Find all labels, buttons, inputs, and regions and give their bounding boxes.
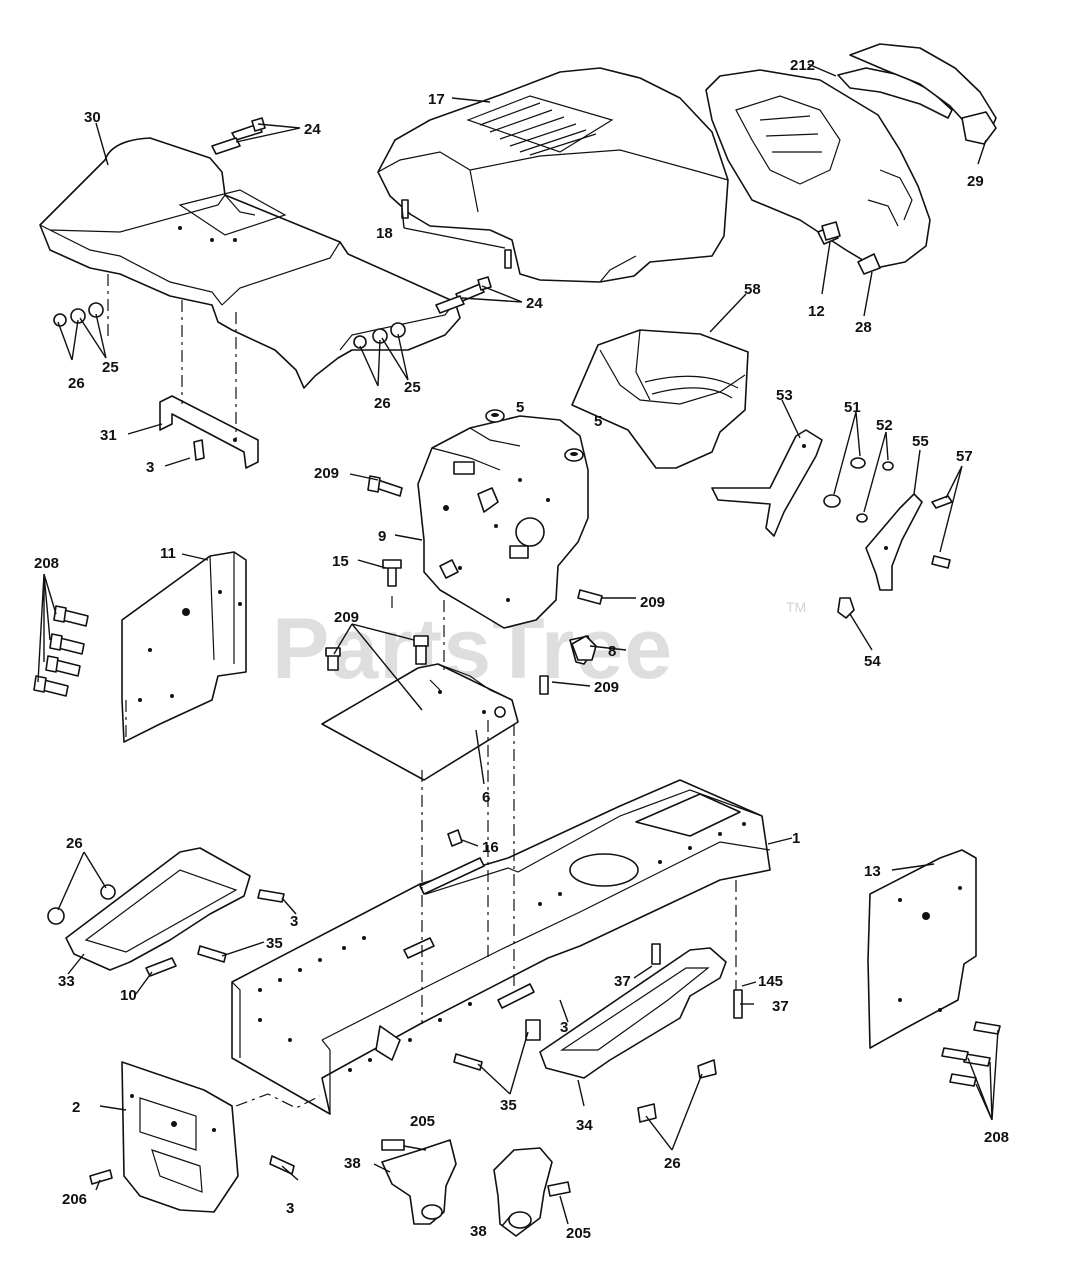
callout-38: 38 [470, 1223, 487, 1240]
leader-lines [37, 63, 999, 1227]
callout-58: 58 [744, 281, 761, 298]
callout-205: 205 [410, 1113, 435, 1130]
part-bolts-left [33, 605, 89, 697]
callout-18: 18 [376, 225, 393, 242]
callout-3: 3 [146, 459, 154, 476]
part-frame [231, 779, 771, 1115]
callout-3: 3 [286, 1200, 294, 1217]
callout-3: 3 [290, 913, 298, 930]
callout-28: 28 [855, 319, 872, 336]
callout-6: 6 [482, 789, 490, 806]
callout-34: 34 [576, 1117, 593, 1134]
callout-37: 37 [614, 973, 631, 990]
callout-12: 12 [808, 303, 825, 320]
callout-35: 35 [266, 935, 283, 952]
callout-5: 5 [594, 413, 602, 430]
part-footrest-left [47, 847, 285, 977]
callout-209: 209 [334, 609, 359, 626]
callout-145: 145 [758, 973, 783, 990]
callout-1: 1 [792, 830, 800, 847]
callout-208: 208 [984, 1129, 1009, 1146]
callout-38: 38 [344, 1155, 361, 1172]
callout-labels: 30 24 17 18 24 212 29 12 28 58 26 25 26 … [34, 57, 1009, 1242]
callout-26: 26 [66, 835, 83, 852]
callout-24: 24 [304, 121, 321, 138]
callout-37: 37 [772, 998, 789, 1015]
part-front-panel [89, 1061, 295, 1213]
part-axle-brackets [381, 1139, 571, 1237]
callout-209: 209 [640, 594, 665, 611]
callout-17: 17 [428, 91, 445, 108]
callout-26: 26 [68, 375, 85, 392]
callout-9: 9 [378, 528, 386, 545]
callout-57: 57 [956, 448, 973, 465]
callout-16: 16 [482, 839, 499, 856]
callout-54: 54 [864, 653, 881, 670]
callout-5: 5 [516, 399, 524, 416]
callout-29: 29 [967, 173, 984, 190]
callout-10: 10 [120, 987, 137, 1004]
callout-55: 55 [912, 433, 929, 450]
part-right-side-panel [867, 849, 1001, 1087]
callout-212: 212 [790, 57, 815, 74]
callout-3: 3 [560, 1019, 568, 1036]
callout-8: 8 [608, 643, 616, 660]
callout-26: 26 [374, 395, 391, 412]
callout-35: 35 [500, 1097, 517, 1114]
part-bushings [485, 409, 584, 462]
part-left-side-panel [121, 551, 247, 743]
alignment-lines [107, 274, 737, 1109]
part-bracket [159, 395, 259, 469]
callout-25: 25 [404, 379, 421, 396]
callout-33: 33 [58, 973, 75, 990]
callout-206: 206 [62, 1191, 87, 1208]
watermark-trademark: TM [786, 599, 806, 615]
part-dash-brackets [711, 429, 953, 619]
callout-13: 13 [864, 863, 881, 880]
callout-209: 209 [594, 679, 619, 696]
part-fender-bolts [53, 117, 492, 349]
part-small-fittings [447, 221, 841, 847]
callout-2: 2 [72, 1099, 80, 1116]
callout-26: 26 [664, 1155, 681, 1172]
callout-209: 209 [314, 465, 339, 482]
part-hood [377, 67, 729, 283]
callout-53: 53 [776, 387, 793, 404]
callout-25: 25 [102, 359, 119, 376]
part-shroud [571, 329, 749, 469]
part-footrest-right [453, 943, 743, 1123]
callout-31: 31 [100, 427, 117, 444]
callout-52: 52 [876, 417, 893, 434]
callout-11: 11 [160, 545, 176, 562]
callout-24: 24 [526, 295, 543, 312]
callout-15: 15 [332, 553, 349, 570]
callout-30: 30 [84, 109, 101, 126]
part-grille [705, 43, 997, 275]
part-steering-plate [321, 663, 519, 781]
callout-205: 205 [566, 1225, 591, 1242]
part-dash-panel [417, 415, 589, 629]
callout-208: 208 [34, 555, 59, 572]
callout-51: 51 [844, 399, 861, 416]
